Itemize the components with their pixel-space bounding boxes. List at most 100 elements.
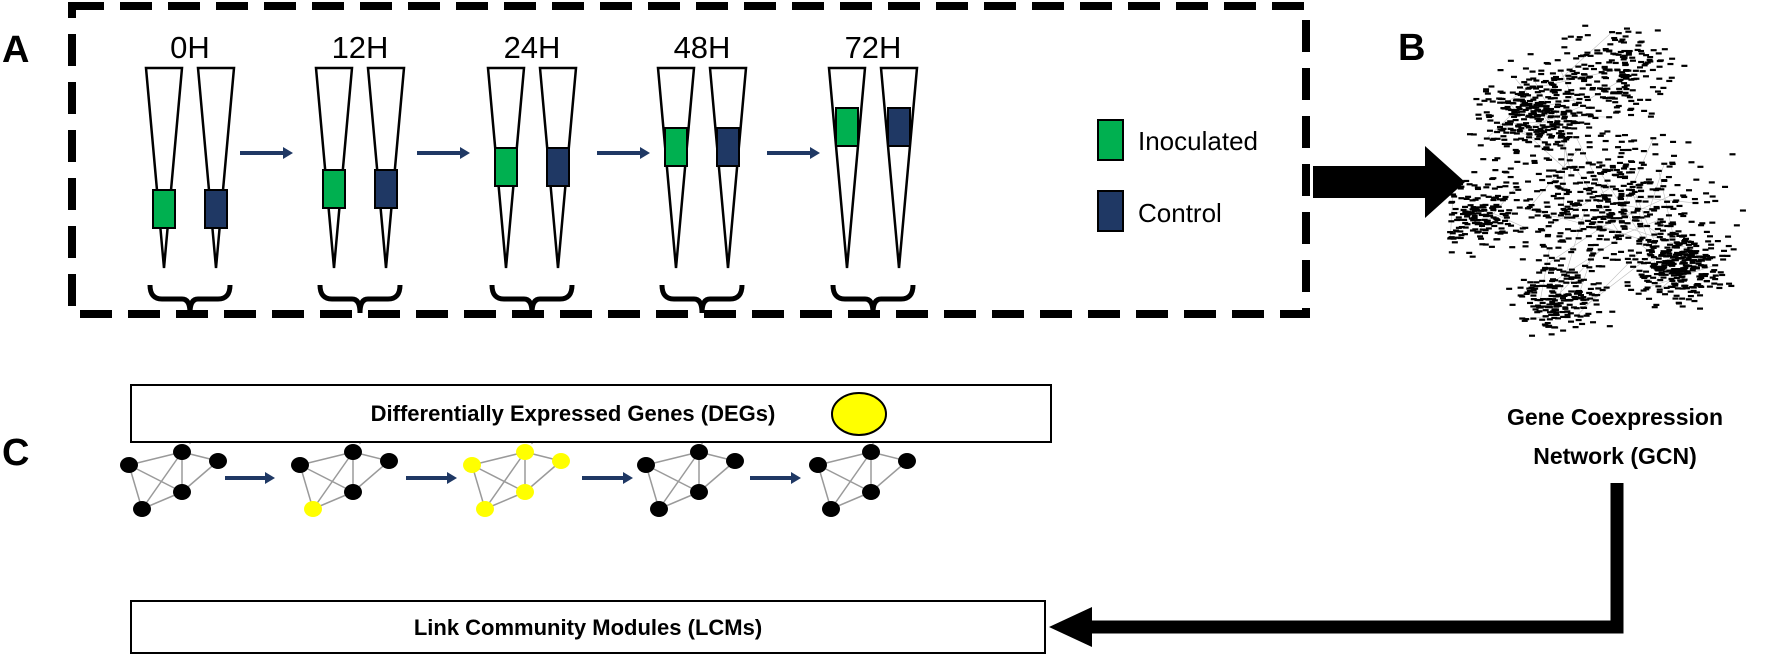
- gcn-node: [1667, 205, 1674, 208]
- gcn-node: [1475, 212, 1482, 215]
- gcn-node: [1725, 235, 1732, 238]
- gcn-node: [1676, 242, 1683, 245]
- gcn-node: [1578, 121, 1585, 124]
- gcn-node: [1640, 262, 1647, 265]
- gcn-node: [1572, 326, 1579, 329]
- timepoint-arrow-head: [283, 147, 293, 159]
- gcn-node: [1618, 140, 1625, 143]
- gcn-node: [1669, 221, 1676, 224]
- gcn-node: [1510, 75, 1517, 78]
- gcn-node: [1510, 129, 1517, 132]
- network-node: [690, 484, 708, 500]
- gcn-node: [1513, 199, 1520, 202]
- gcn-node: [1670, 269, 1677, 272]
- gcn-node: [1549, 125, 1556, 128]
- gcn-node: [1525, 126, 1532, 129]
- gcn-node: [1579, 54, 1586, 57]
- gcn-node: [1651, 233, 1658, 236]
- gcn-node: [1576, 291, 1583, 294]
- gcn-node: [1503, 131, 1510, 134]
- gcn-node: [1586, 266, 1593, 269]
- network-node: [862, 444, 880, 460]
- gcn-node: [1645, 98, 1652, 101]
- gcn-node: [1581, 301, 1588, 304]
- gcn-node: [1624, 222, 1631, 225]
- control-tube: [879, 66, 919, 269]
- gcn-node: [1554, 123, 1561, 126]
- gcn-node: [1525, 180, 1532, 183]
- gcn-node: [1556, 235, 1563, 238]
- gcn-node: [1673, 276, 1680, 280]
- gcn-node: [1512, 113, 1519, 116]
- gcn-node: [1526, 205, 1533, 209]
- gcn-node: [1650, 49, 1657, 52]
- gcn-node: [1545, 62, 1552, 65]
- gcn-node: [1496, 198, 1503, 201]
- gcn-node: [1597, 234, 1604, 237]
- gcn-node: [1618, 173, 1625, 176]
- gcn-node: [1570, 166, 1577, 169]
- gcn-node: [1483, 137, 1490, 140]
- gcn-node: [1699, 222, 1706, 225]
- gcn-node: [1606, 61, 1613, 64]
- gcn-node: [1638, 49, 1645, 53]
- gcn-node: [1545, 216, 1552, 219]
- gcn-node: [1617, 196, 1624, 199]
- gcn-node: [1523, 318, 1530, 321]
- gcn-node: [1622, 77, 1629, 80]
- gcn-node: [1659, 133, 1666, 137]
- gcn-node: [1580, 227, 1587, 231]
- gcn-node: [1574, 202, 1581, 205]
- gcn-node: [1709, 256, 1716, 259]
- panel-a-dashed-frame: [68, 2, 1310, 318]
- gcn-node: [1589, 86, 1596, 90]
- gcn-node: [1626, 96, 1633, 99]
- gcn-node: [1637, 225, 1644, 228]
- gcn-node: [1556, 176, 1563, 179]
- gcn-node: [1656, 235, 1663, 239]
- gcn-node: [1681, 239, 1688, 242]
- gcn-node: [1489, 100, 1496, 103]
- gcn-node: [1507, 167, 1514, 170]
- gcn-node: [1585, 106, 1592, 109]
- gcn-node: [1647, 240, 1654, 243]
- gcn-node: [1689, 269, 1696, 272]
- network-edge: [817, 451, 872, 466]
- gcn-node: [1533, 281, 1540, 284]
- gcn-node: [1571, 271, 1578, 274]
- gcn-node: [1482, 229, 1489, 232]
- gcn-node: [1708, 243, 1715, 246]
- gcn-node: [1575, 65, 1582, 68]
- gcn-node: [1597, 134, 1604, 137]
- gcn-node: [1691, 197, 1698, 201]
- gcn-node: [1521, 139, 1528, 142]
- gcn-node: [1501, 197, 1508, 201]
- gcn-node: [1509, 91, 1516, 94]
- gcn-node: [1666, 259, 1673, 262]
- gcn-node: [1716, 286, 1723, 290]
- gcn-node: [1594, 80, 1601, 83]
- gcn-node: [1706, 235, 1713, 238]
- gcn-node: [1583, 53, 1590, 57]
- inoculated-sample-band: [322, 169, 346, 209]
- gcn-node: [1685, 272, 1692, 275]
- gcn-node: [1542, 309, 1549, 312]
- gcn-node: [1595, 166, 1602, 169]
- gcn-node: [1624, 257, 1631, 261]
- gcn-node: [1625, 52, 1632, 55]
- gcn-node: [1650, 266, 1657, 269]
- gcn-node: [1653, 188, 1660, 192]
- gcn-node: [1566, 77, 1573, 80]
- gcn-node: [1617, 78, 1624, 81]
- gcn-node: [1597, 248, 1604, 251]
- gcn-node: [1662, 260, 1669, 263]
- gcn-node: [1544, 128, 1551, 132]
- gcn-node: [1674, 253, 1681, 256]
- gcn-node: [1564, 313, 1571, 316]
- network-node: [650, 501, 668, 517]
- gcn-node: [1558, 197, 1565, 200]
- deg-marker-circle: [831, 392, 887, 436]
- gcn-node: [1500, 101, 1507, 104]
- gcn-node: [1497, 90, 1504, 93]
